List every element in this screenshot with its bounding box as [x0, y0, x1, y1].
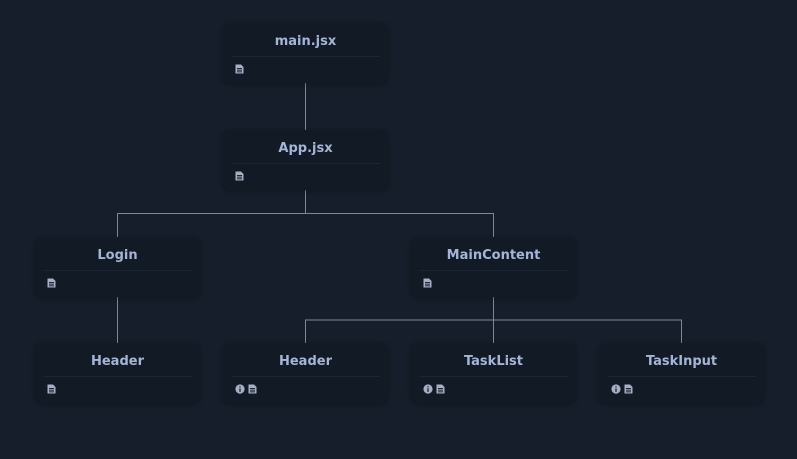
- node-title: Header: [231, 343, 380, 377]
- file-icon[interactable]: [624, 384, 633, 394]
- node-icons: [223, 164, 388, 188]
- tree-node-main[interactable]: main.jsx: [223, 23, 388, 83]
- file-icon[interactable]: [47, 384, 56, 394]
- tree-node-header1[interactable]: Header: [35, 343, 200, 403]
- edge-maincontent-header2: [305, 297, 494, 343]
- tree-node-header2[interactable]: Header: [223, 343, 388, 403]
- file-icon[interactable]: [436, 384, 445, 394]
- edge-app-maincontent: [305, 190, 494, 237]
- node-title: main.jsx: [231, 23, 380, 57]
- node-title: TaskInput: [607, 343, 756, 377]
- node-icons: [35, 271, 200, 295]
- node-icons: [411, 377, 576, 401]
- file-icon[interactable]: [47, 278, 56, 288]
- file-icon[interactable]: [235, 171, 244, 181]
- node-title: Header: [43, 343, 192, 377]
- tree-node-maincontent[interactable]: MainContent: [411, 237, 576, 297]
- tree-node-app[interactable]: App.jsx: [223, 130, 388, 190]
- node-title: Login: [43, 237, 192, 271]
- node-title: App.jsx: [231, 130, 380, 164]
- node-icons: [35, 377, 200, 401]
- tree-node-taskinput[interactable]: TaskInput: [599, 343, 764, 403]
- node-title: MainContent: [419, 237, 568, 271]
- edge-maincontent-taskinput: [493, 297, 682, 343]
- node-icons: [599, 377, 764, 401]
- tree-node-login[interactable]: Login: [35, 237, 200, 297]
- file-icon[interactable]: [423, 278, 432, 288]
- file-icon[interactable]: [235, 64, 244, 74]
- file-icon[interactable]: [248, 384, 257, 394]
- node-title: TaskList: [419, 343, 568, 377]
- node-icons: [223, 57, 388, 81]
- tree-node-tasklist[interactable]: TaskList: [411, 343, 576, 403]
- node-icons: [223, 377, 388, 401]
- info-icon[interactable]: [235, 384, 245, 394]
- info-icon[interactable]: [611, 384, 621, 394]
- info-icon[interactable]: [423, 384, 433, 394]
- node-icons: [411, 271, 576, 295]
- edge-app-login: [117, 190, 306, 237]
